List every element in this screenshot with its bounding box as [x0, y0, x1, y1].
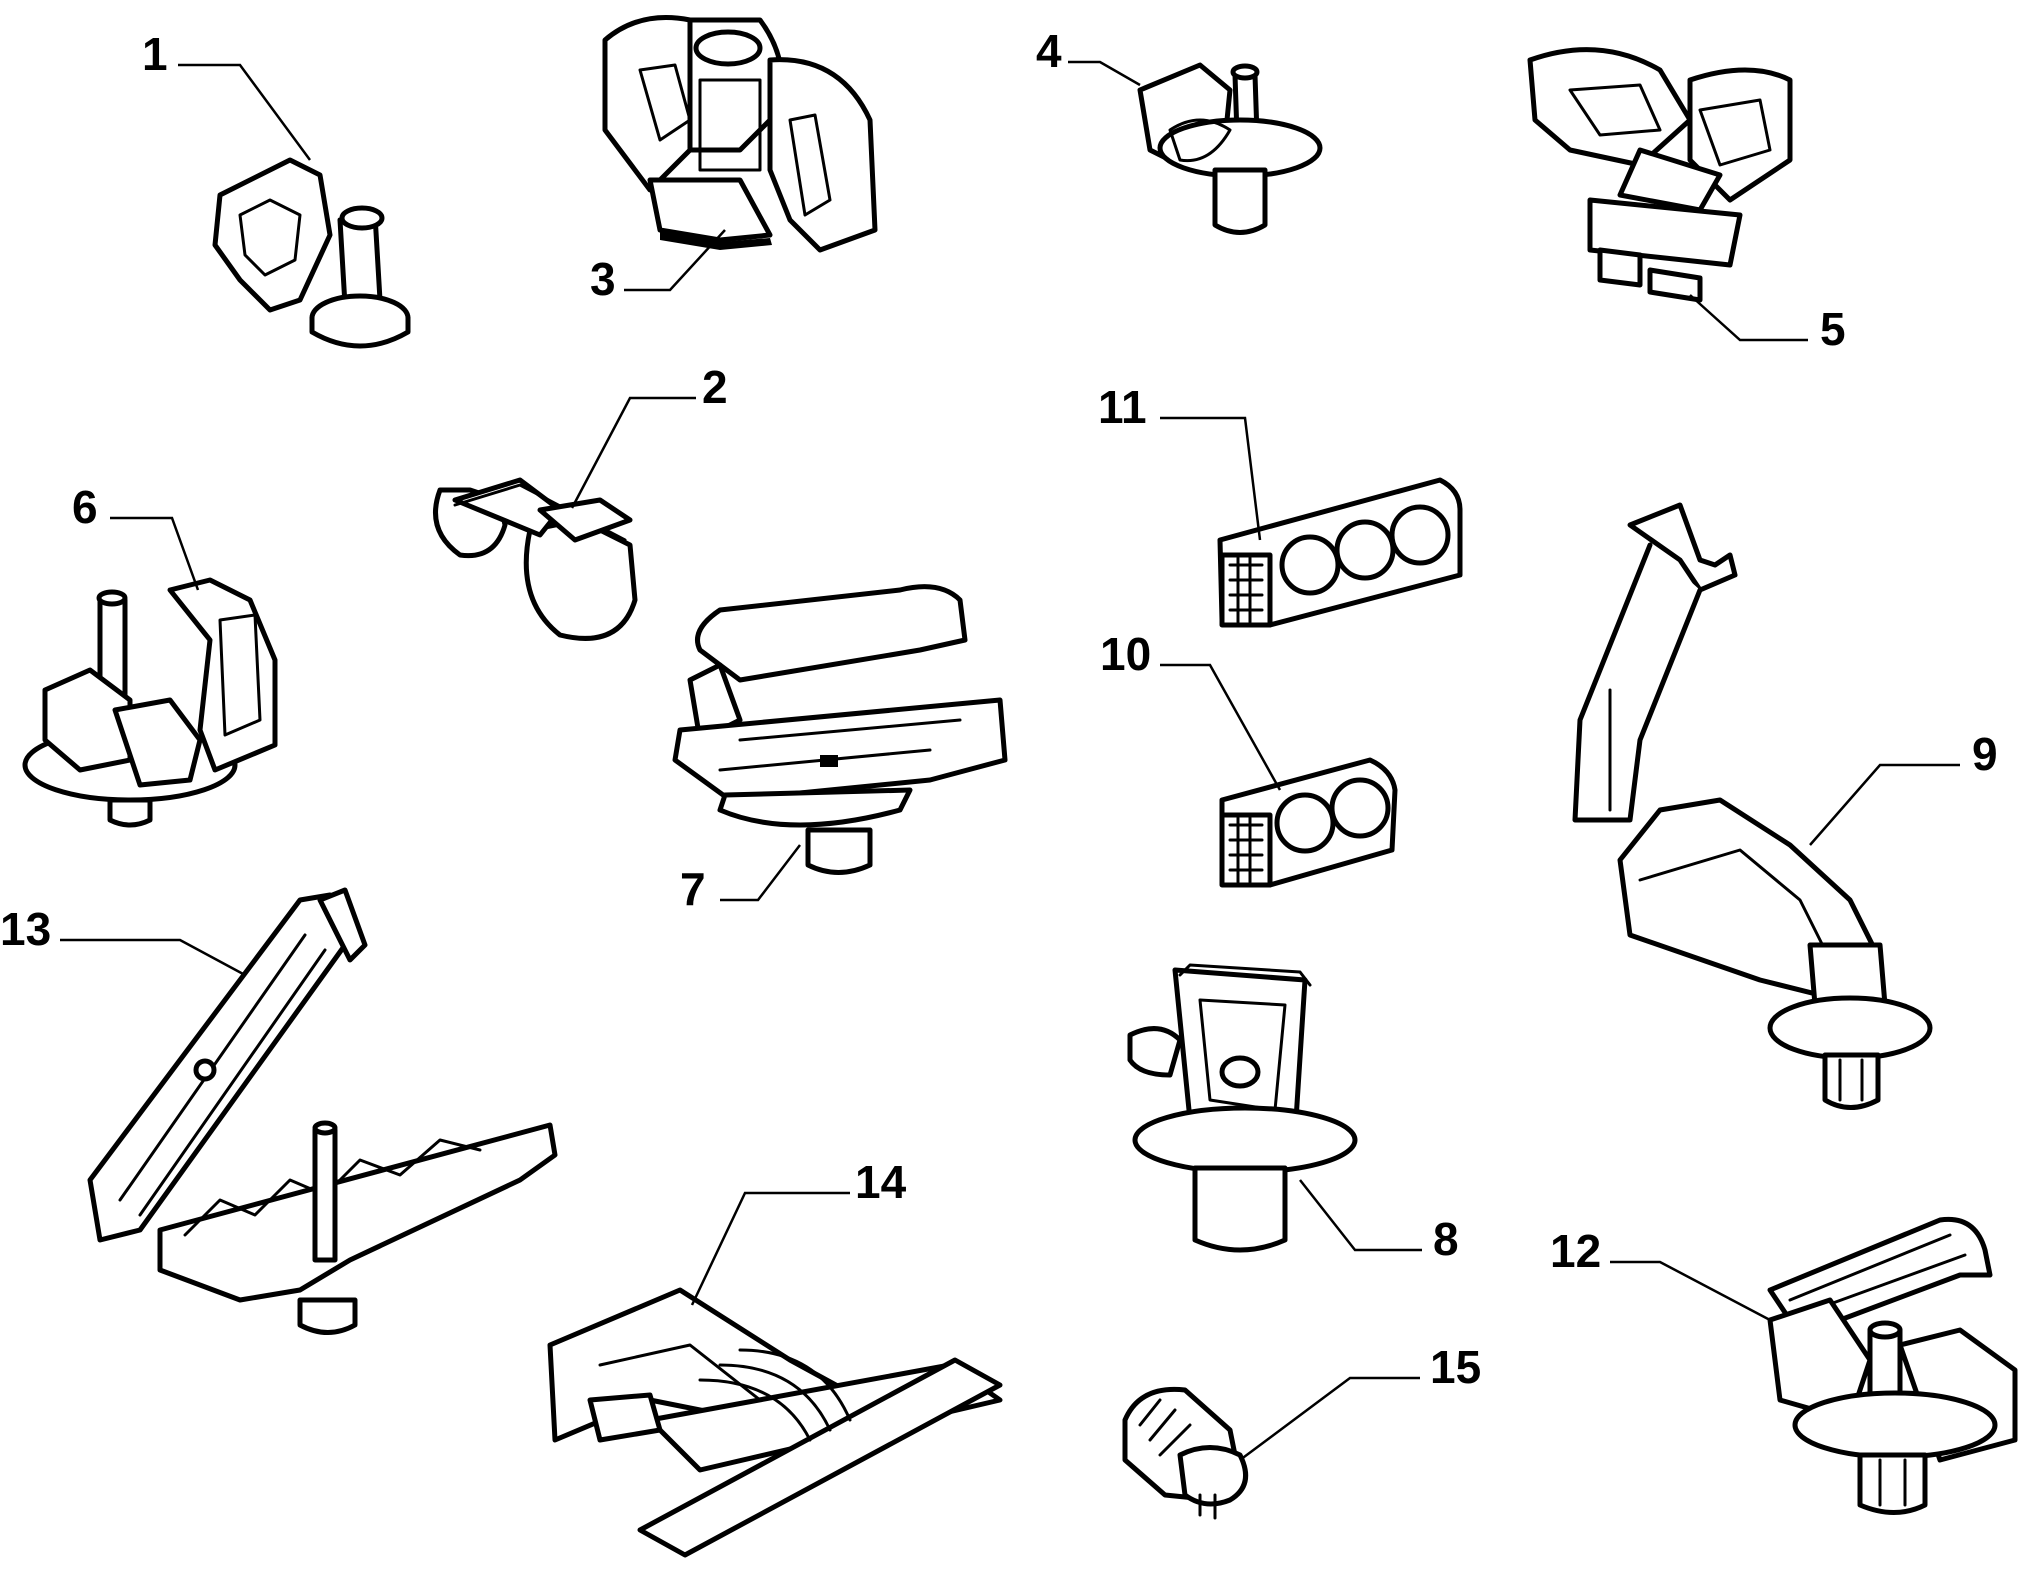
callout-11: 11 — [1098, 381, 1262, 541]
part-1-pin-clip — [212, 157, 411, 349]
callout-label-14: 14 — [855, 1156, 907, 1208]
callout-2: 2 — [570, 361, 728, 509]
callout-label-11: 11 — [1098, 381, 1147, 433]
callout-label-15: 15 — [1430, 1341, 1481, 1393]
part-7-hinged-clamp — [672, 584, 1008, 875]
part-11-triple-tube-clip — [1217, 477, 1463, 628]
callout-3: 3 — [590, 229, 726, 305]
part-10-double-tube-clip — [1219, 757, 1398, 888]
callout-6: 6 — [72, 481, 200, 591]
callout-5: 5 — [1689, 294, 1846, 355]
callout-label-5: 5 — [1820, 303, 1846, 355]
callout-label-1: 1 — [142, 28, 168, 80]
part-3-block-clip — [602, 15, 878, 253]
part-9-long-bracket-clip — [1572, 502, 1933, 1110]
callout-label-7: 7 — [680, 863, 706, 915]
callout-label-2: 2 — [702, 361, 728, 413]
callout-7: 7 — [680, 844, 801, 915]
part-6-bracket-clip — [22, 577, 278, 828]
callout-label-13: 13 — [0, 903, 51, 955]
part-13-hinged-cable-holder — [87, 887, 558, 1335]
callout-14: 14 — [690, 1156, 907, 1306]
part-4-push-pin — [1137, 62, 1323, 235]
callout-label-6: 6 — [72, 481, 98, 533]
callout-15: 15 — [1239, 1341, 1481, 1462]
callout-1: 1 — [142, 28, 312, 161]
callout-label-9: 9 — [1972, 728, 1998, 780]
callout-13: 13 — [0, 903, 246, 977]
part-14-adhesive-clip — [547, 1287, 1003, 1558]
callout-10: 10 — [1100, 628, 1282, 791]
callout-label-3: 3 — [590, 253, 616, 305]
part-15-grommet-clip — [1122, 1386, 1249, 1520]
callout-8: 8 — [1299, 1179, 1459, 1265]
callout-label-12: 12 — [1550, 1225, 1601, 1277]
callout-label-4: 4 — [1036, 25, 1062, 77]
part-5-saddle-clip — [1527, 47, 1793, 303]
callout-4: 4 — [1036, 25, 1141, 87]
part-12-cable-holder — [1767, 1216, 2018, 1515]
callout-label-10: 10 — [1100, 628, 1151, 680]
callout-12: 12 — [1550, 1225, 1771, 1322]
callout-label-8: 8 — [1433, 1213, 1459, 1265]
callout-9: 9 — [1809, 728, 1998, 846]
part-8-pinch-clip — [1127, 963, 1358, 1253]
part-2-double-clip — [433, 477, 638, 641]
